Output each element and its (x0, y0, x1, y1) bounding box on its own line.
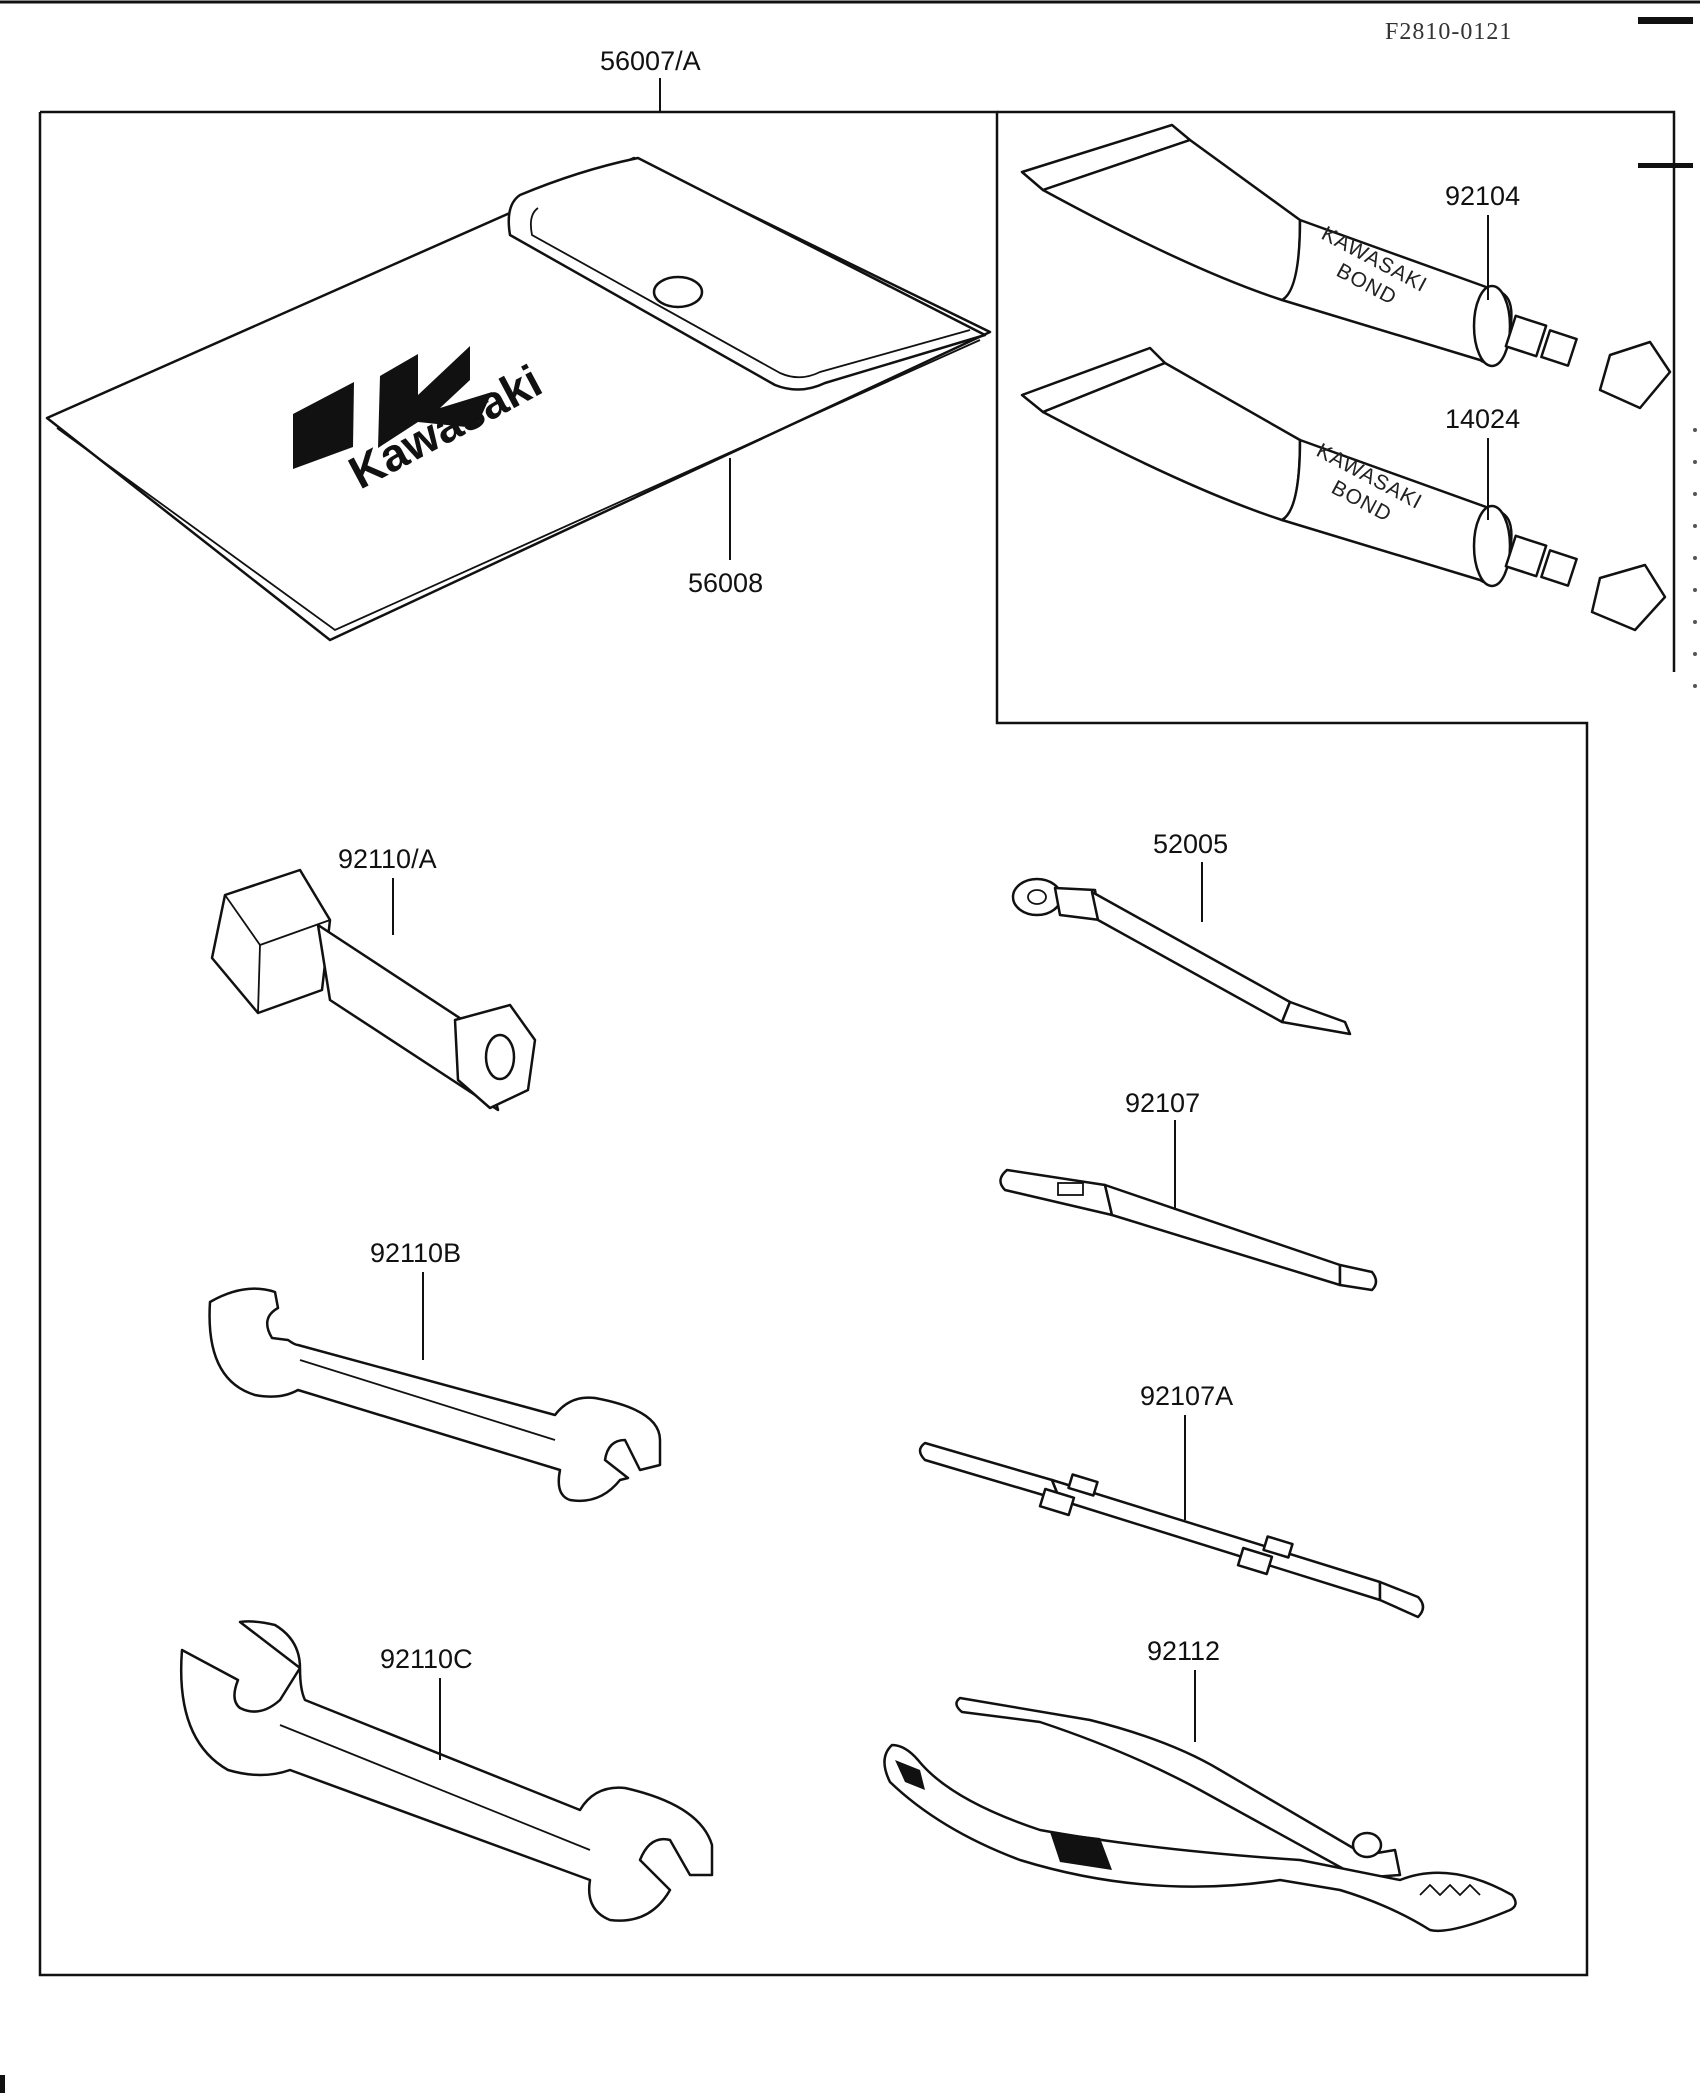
bond-tube-lower: KAWASAKI BOND (1020, 346, 1667, 632)
screwdriver-grip (1011, 877, 1352, 1036)
tool-bag-illustration: Kawasaki (45, 156, 992, 642)
margin-mark-bottom (0, 2075, 5, 2093)
margin-mark-top (1638, 17, 1693, 24)
callout-92110B: 92110B (370, 1238, 461, 1268)
callout-56008: 56008 (688, 568, 763, 598)
callout-56007A: 56007/A (600, 46, 701, 76)
screwdriver-bit-combo (918, 1441, 1425, 1619)
open-wrench-small (208, 1287, 662, 1503)
callout-92107: 92107 (1125, 1088, 1200, 1118)
margin-dots (1693, 428, 1697, 688)
screwdriver-bit-phillips (999, 1168, 1378, 1292)
callout-92112: 92112 (1147, 1636, 1220, 1666)
bond-boundary (997, 110, 1676, 672)
callout-92104: 92104 (1445, 181, 1520, 211)
open-wrench-large (180, 1620, 714, 1922)
box-wrench (210, 868, 537, 1112)
margin-mark-mid (1638, 163, 1693, 168)
document-code: F2810-0121 (1385, 19, 1512, 45)
callout-52005: 52005 (1153, 829, 1228, 859)
callout-92110C: 92110C (380, 1644, 473, 1674)
slip-joint-pliers (883, 1696, 1517, 1933)
callout-92110A: 92110/A (338, 844, 437, 874)
bond-tube-upper: KAWASAKI BOND (1020, 123, 1672, 410)
callout-92107A: 92107A (1140, 1381, 1233, 1411)
callout-14024: 14024 (1445, 404, 1520, 434)
